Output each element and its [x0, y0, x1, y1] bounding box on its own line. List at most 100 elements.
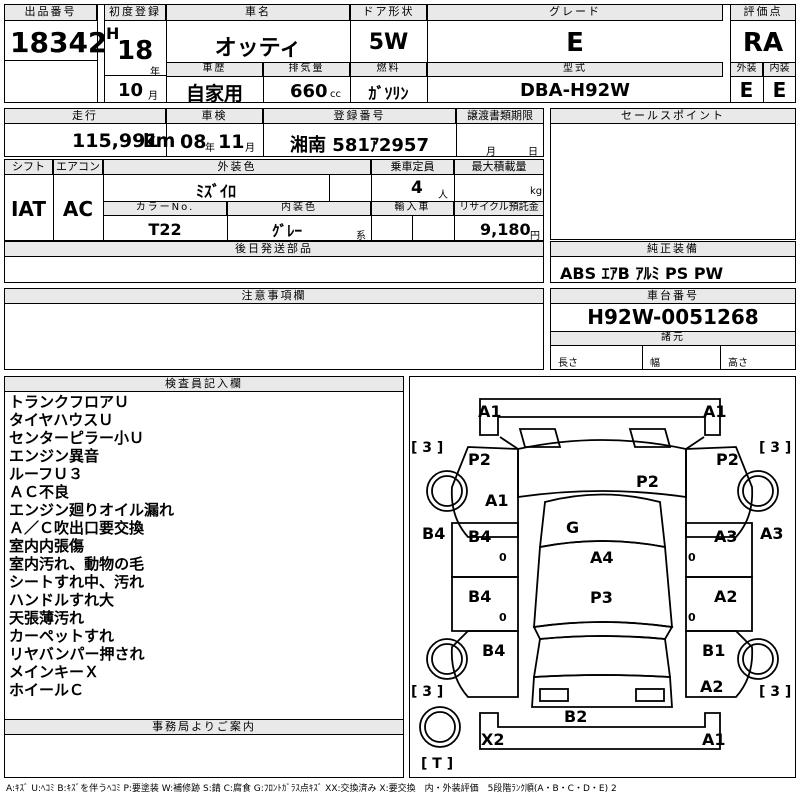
door-type: 5W: [368, 30, 409, 55]
damage-code: A2: [714, 587, 738, 606]
inspector-note-item: メインキーＸ: [9, 663, 100, 681]
door-mark: 0: [499, 611, 507, 624]
score-label: 評価点: [730, 4, 796, 21]
name-label: 車名: [166, 4, 350, 21]
grade: E: [566, 28, 584, 58]
door-mark: 0: [688, 551, 696, 564]
spec-label: 諸元: [550, 331, 796, 346]
door-mark: 0: [688, 611, 696, 624]
load-label: 最大積載量: [454, 159, 544, 175]
notes-label: 注意事項欄: [4, 288, 544, 304]
inspector-note-item: タイヤハウスＵ: [9, 411, 114, 429]
door-mark: 0: [499, 551, 507, 564]
damage-code: P2: [468, 450, 491, 469]
plate-label: 登録番号: [263, 108, 456, 124]
damage-code: B4: [468, 527, 492, 546]
condition-diagram: [409, 376, 796, 778]
fuel-label: 燃料: [350, 62, 427, 77]
damage-code: A3: [714, 527, 738, 546]
insp-year-unit: 年: [205, 143, 215, 154]
transfer-month: 月: [486, 147, 496, 158]
damage-code: P2: [636, 472, 659, 491]
fuel: ｶﾞｿﾘﾝ: [368, 84, 409, 103]
car-outline-svg: [419, 398, 779, 750]
inspector-note-item: トランクフロアＵ: [9, 393, 130, 411]
spec-length: 長さ: [558, 358, 578, 369]
inspector-note-item: ホイールＣ: [9, 681, 85, 699]
inspector-note-item: カーペットすれ: [9, 627, 115, 645]
era: H: [106, 24, 120, 43]
displacement: 660: [290, 81, 328, 102]
reg-month: 10: [118, 80, 144, 101]
door-label: ドア形状: [350, 4, 427, 21]
damage-code: P2: [716, 450, 739, 469]
load-unit: kg: [530, 186, 543, 197]
damage-code: A1: [485, 491, 509, 510]
exterior-label: 外装: [730, 62, 763, 77]
inspector-note-item: ルーフＵ３: [9, 465, 84, 483]
capacity: 4: [411, 178, 423, 198]
month-unit: 月: [148, 91, 158, 102]
recycle-fee: 9,180: [480, 220, 531, 239]
history: 自家用: [185, 83, 243, 105]
color-label: 外装色: [103, 159, 371, 175]
int-color-unit: 系: [356, 231, 366, 242]
plate-number: 湘南 581ｱ2957: [290, 135, 429, 156]
inspector-note-item: ＡＣ不良: [9, 483, 70, 501]
displacement-unit: cc: [330, 89, 341, 100]
inspector-note-item: ハンドルすれ大: [9, 591, 115, 609]
damage-code: B1: [702, 641, 726, 660]
mileage-label: 走行: [4, 108, 166, 124]
damage-code: B4: [422, 524, 446, 543]
inspector-note-item: 室内内張傷: [9, 537, 85, 555]
sales-point-label: セールスポイント: [550, 108, 796, 124]
displacement-label: 排気量: [263, 62, 350, 77]
recycle-unit: 円: [530, 231, 540, 242]
damage-code: A1: [703, 402, 727, 421]
tire-tread-mark: [ T ]: [421, 756, 454, 772]
insp-month-unit: 月: [245, 143, 255, 154]
transfer-day: 日: [528, 147, 538, 158]
inspector-note-item: エンジン異音: [9, 447, 100, 465]
inspector-note-item: リヤバンパー押され: [9, 645, 145, 663]
aircon: AC: [62, 197, 94, 221]
tire-tread-mark: [ 3 ]: [759, 440, 792, 456]
tire-tread-mark: [ 3 ]: [759, 684, 792, 700]
model-label: 型式: [427, 62, 723, 77]
inspector-note-item: 天張薄汚れ: [9, 609, 85, 627]
inspector-title: 検査員記入欄: [4, 376, 404, 392]
mileage-unit: km: [143, 130, 176, 152]
exterior-score: E: [739, 78, 754, 102]
damage-code: X2: [481, 730, 505, 749]
capacity-label: 乗車定員: [371, 159, 454, 175]
car-name: オッティ: [214, 36, 302, 61]
spec-height: 高さ: [728, 358, 748, 369]
inspector-note-item: シートすれ中、汚れ: [9, 573, 145, 591]
score: RA: [742, 28, 784, 58]
ac-label: エアコン: [53, 159, 103, 175]
office-label: 事務局よりご案内: [4, 719, 404, 735]
lot-number: 18342: [10, 26, 108, 59]
shift: IAT: [10, 197, 46, 221]
recycle-label: リサイクル預託金: [454, 201, 544, 216]
mileage: 115,991: [72, 130, 159, 152]
year-unit: 年: [150, 67, 160, 78]
legend: A:ｷｽﾞ U:ﾍｺﾐ B:ｷｽﾞを伴うﾍｺﾐ P:要塗装 W:補修跡 S:錆 …: [6, 784, 617, 794]
damage-code: A1: [702, 730, 726, 749]
spec-width: 幅: [650, 358, 660, 369]
chassis-number: H92W-0051268: [587, 305, 759, 329]
damage-code: A3: [760, 524, 784, 543]
insp-month: 11: [218, 131, 245, 153]
tire-tread-mark: [ 3 ]: [411, 684, 444, 700]
shift-label: シフト: [4, 159, 53, 175]
inspector-note-item: Ａ／Ｃ吹出口要交換: [9, 519, 145, 537]
first-reg-label: 初度登録: [104, 4, 166, 21]
equipment-label: 純正装備: [550, 241, 796, 257]
interior-label: 内装: [763, 62, 796, 77]
damage-code: B2: [564, 707, 588, 726]
reg-year: 18: [117, 36, 154, 66]
capacity-unit: 人: [438, 190, 448, 201]
lot-label: 出品番号: [4, 4, 97, 21]
damage-code: B4: [482, 641, 506, 660]
